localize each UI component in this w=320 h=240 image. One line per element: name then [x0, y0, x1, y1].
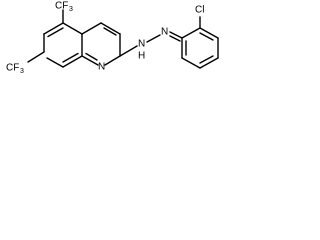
- ring-nitrogen-1: N: [98, 62, 105, 73]
- nh-nitrogen-label: N: [138, 39, 145, 50]
- cf3-left-label: CF: [6, 63, 19, 74]
- cf3-left-subscript: 3: [20, 68, 24, 75]
- chlorophenyl-ring: Cl: [181, 5, 219, 69]
- cf3-left-substituent: CF 3: [6, 51, 45, 75]
- hydrazone-linker: N H N: [119, 27, 183, 62]
- chlorine-label: Cl: [195, 5, 204, 16]
- nh-hydrogen-label: H: [138, 51, 145, 62]
- cf3-top-substituent: CF 3: [55, 1, 73, 24]
- naphthyridine-left-ring: [43, 22, 83, 68]
- cf3-top-label: CF: [55, 1, 68, 12]
- cf3-top-subscript: 3: [69, 6, 73, 13]
- imine-nitrogen-label: N: [161, 27, 168, 38]
- chemical-structure-diagram: CF 3 CF 3 N N N H N Cl: [6, 1, 219, 75]
- naphthyridine-right-ring: [81, 22, 121, 66]
